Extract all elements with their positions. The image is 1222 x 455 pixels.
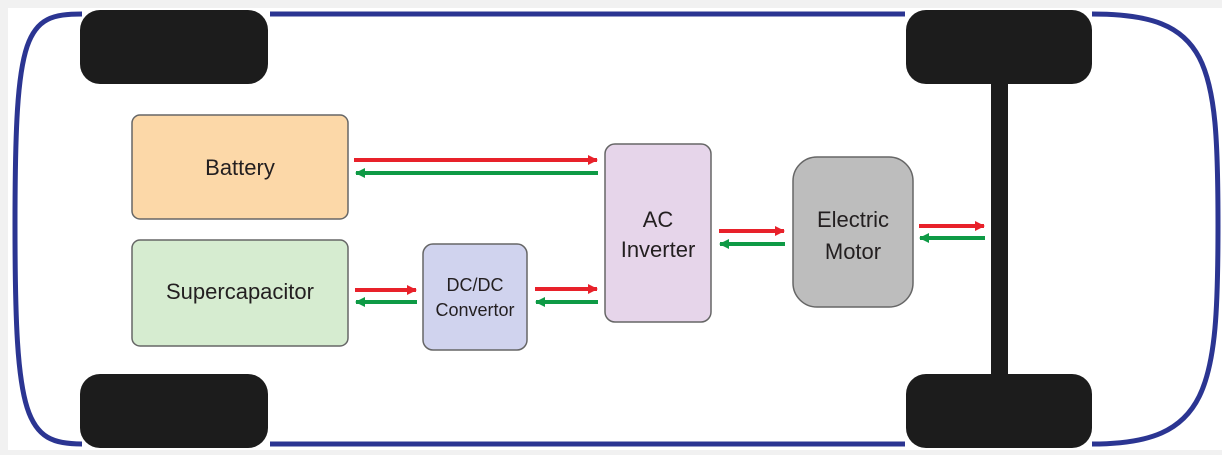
motor-label-line2: Motor xyxy=(825,239,881,264)
chassis-outline xyxy=(12,11,1221,447)
dcdc-converter-block xyxy=(422,243,528,351)
front-left-wheel xyxy=(80,10,268,84)
rear-axle xyxy=(991,82,1008,382)
front-right-wheel xyxy=(80,374,268,448)
rear-right-wheel xyxy=(906,374,1092,448)
supercapacitor-label: Supercapacitor xyxy=(166,279,314,304)
dcdc-label-line2: Convertor xyxy=(435,300,514,320)
battery-label: Battery xyxy=(205,155,275,180)
motor-label-line1: Electric xyxy=(817,207,889,232)
supercapacitor-block xyxy=(131,239,349,347)
dcdc-label-line1: DC/DC xyxy=(447,275,504,295)
battery-block xyxy=(131,114,349,220)
inverter-label-line2: Inverter xyxy=(621,237,696,262)
ac-inverter-block xyxy=(604,143,712,323)
rear-left-wheel xyxy=(906,10,1092,84)
electric-motor-block xyxy=(792,156,914,308)
inverter-label-line1: AC xyxy=(643,207,674,232)
